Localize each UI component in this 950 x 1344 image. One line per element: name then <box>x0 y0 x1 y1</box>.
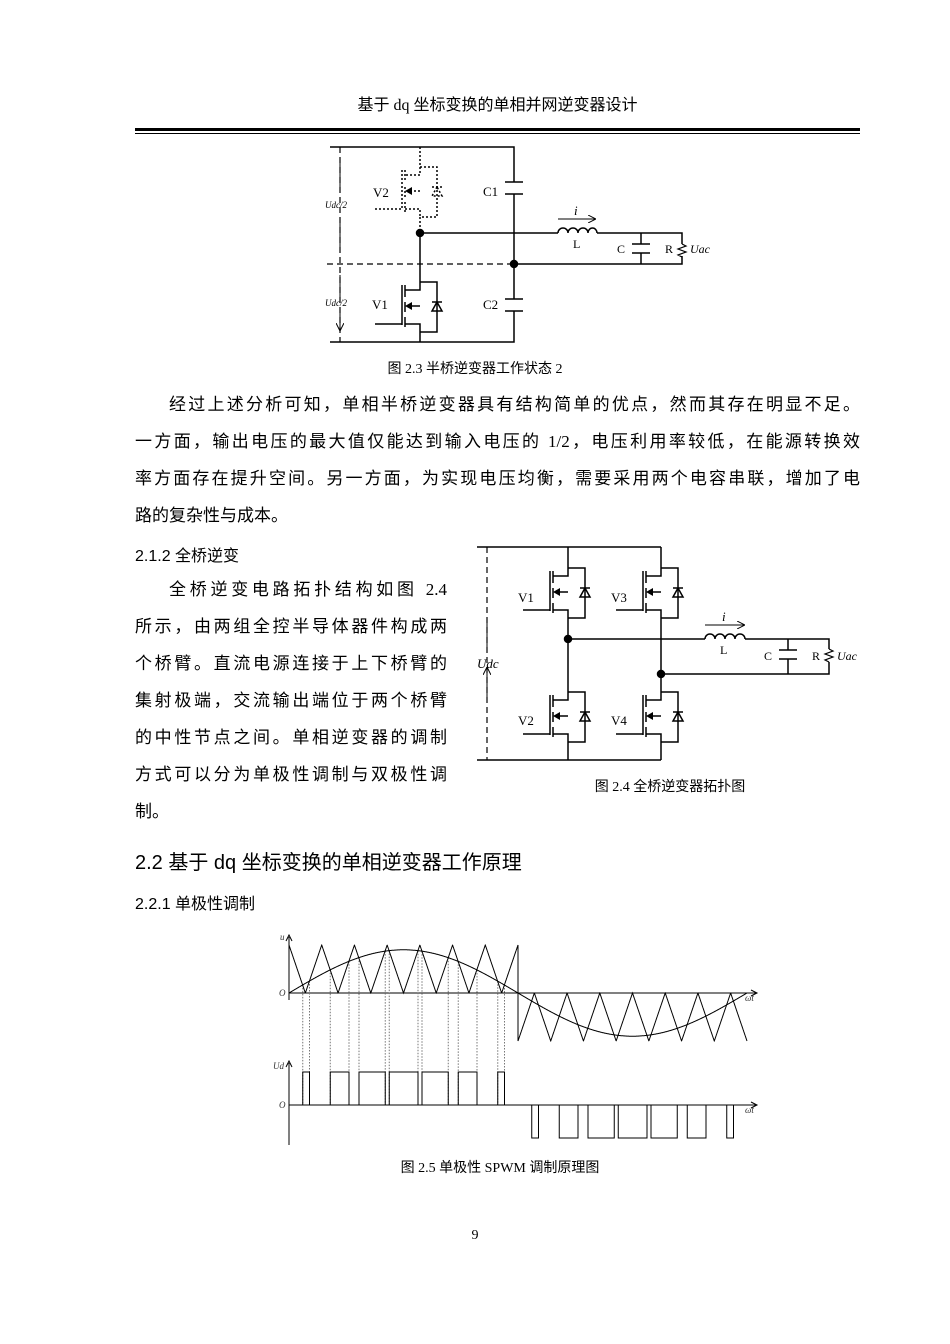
label-origin-bottom: O <box>279 1100 286 1110</box>
label-c: C <box>764 649 772 663</box>
figure-2-3-caption: 图 2.3 半桥逆变器工作状态 2 <box>387 362 563 377</box>
paragraph-2-line: 全桥逆变电路拓扑结构如图 2.4 <box>169 580 447 599</box>
label-v1: V1 <box>518 590 534 605</box>
dc-rails <box>477 546 661 761</box>
label-v1: V1 <box>372 297 388 312</box>
paragraph-1-line: 经过上述分析可知，单相半桥逆变器具有结构简单的优点，然而其存在明显不足。 <box>169 395 860 414</box>
label-c1: C1 <box>483 184 498 199</box>
label-i: i <box>722 609 726 624</box>
resistor-r <box>676 243 688 258</box>
label-l: L <box>573 237 580 251</box>
paragraph-2-line: 所示，由两组全控半导体器件构成两 <box>135 617 447 636</box>
section-2-2-1-heading: 2.2.1 单极性调制 <box>135 896 256 913</box>
dc-rails <box>330 146 515 343</box>
axis-arrows <box>285 933 759 1109</box>
paragraph-2-line: 个桥臂。直流电源连接于上下桥臂的 <box>135 654 447 673</box>
page-number: 9 <box>471 1228 479 1243</box>
paragraph-2-line: 的中性节点之间。单相逆变器的调制 <box>135 728 447 747</box>
inductor-l <box>704 633 746 640</box>
running-header: 基于 dq 坐标变换的单相并网逆变器设计 <box>357 97 638 114</box>
resistor-r <box>823 648 835 663</box>
output-pulse-wave <box>289 1071 747 1139</box>
paragraph-1-line: 路的复杂性与成本。 <box>135 506 288 525</box>
paragraph-1-line: 一方面，输出电压的最大值仅能达到输入电压的 1/2，电压利用率较低，在能源转换效 <box>135 432 860 451</box>
label-v2: V2 <box>373 185 389 200</box>
paragraph-2-line: 方式可以分为单极性调制与双极性调 <box>135 765 447 784</box>
section-2-2-heading: 2.2 基于 dq 坐标变换的单相逆变器工作原理 <box>135 852 522 874</box>
header-rule-thin <box>135 133 860 134</box>
paragraph-2-line: 制。 <box>135 802 169 821</box>
label-ud: Ud <box>273 1061 284 1071</box>
label-l: L <box>720 643 727 657</box>
figure-2-5-caption: 图 2.5 单极性 SPWM 调制原理图 <box>400 1161 600 1176</box>
inductor-l <box>557 227 598 234</box>
label-udc-half-bottom: Udc/2 <box>325 298 347 308</box>
axes <box>288 937 757 1145</box>
c1-c2-capacitors <box>505 181 523 312</box>
full-bridge-diagram: V1 V2 V3 V4 Udc i L C R Uac <box>477 546 858 761</box>
label-r: R <box>812 649 820 663</box>
label-origin-top: O <box>279 988 286 998</box>
label-c2: C2 <box>483 297 498 312</box>
label-u: u <box>280 932 285 942</box>
label-i: i <box>574 203 578 218</box>
paragraph-1-line: 率方面存在提升空间。另一方面，为实现电压均衡，需要采用两个电容串联，增加了电 <box>135 469 860 488</box>
intersection-guides <box>302 950 505 1105</box>
figure-2-4-caption: 图 2.4 全桥逆变器拓扑图 <box>594 780 746 795</box>
paragraph-2-line: 集射极端，交流输出端位于两个桥臂 <box>135 691 447 710</box>
label-udc-half-top: Udc/2 <box>325 200 347 210</box>
label-r: R <box>665 242 673 256</box>
label-v3: V3 <box>611 590 627 605</box>
spwm-waveform-diagram: u O ωt Ud O ωt <box>273 932 759 1145</box>
modulating-sine-wave <box>288 949 748 1037</box>
label-wt-bottom: ωt <box>745 1105 754 1115</box>
half-bridge-diagram: V2 V1 C1 C2 Udc/2 Udc/2 i L C R Uac <box>325 146 711 343</box>
label-v4: V4 <box>611 713 627 728</box>
label-v2: V2 <box>518 713 534 728</box>
label-uac: Uac <box>837 649 858 663</box>
header-rule-thick <box>135 128 860 131</box>
label-c: C <box>617 242 625 256</box>
section-2-1-2-heading: 2.1.2 全桥逆变 <box>135 548 240 565</box>
label-wt-top: ωt <box>745 993 754 1003</box>
label-udc: Udc <box>477 656 499 671</box>
label-uac: Uac <box>690 242 711 256</box>
